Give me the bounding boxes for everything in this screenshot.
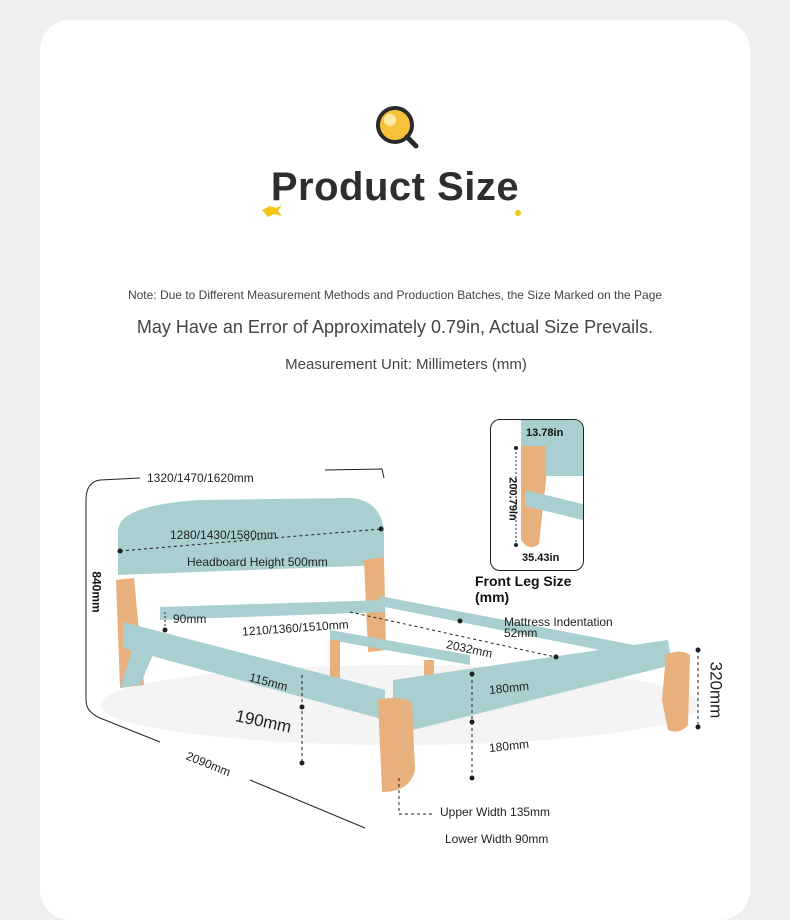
note-line-2: May Have an Error of Approximately 0.79i… [136, 317, 654, 337]
page-title: Product Size [270, 165, 520, 209]
mattress-indent-value: 52mm [504, 626, 538, 640]
lower-width-label: Lower Width 90mm [445, 832, 549, 846]
headboard-width-label: 1280/1430/1580mm [170, 528, 277, 542]
overall-width-label: 1320/1470/1620mm [147, 471, 254, 485]
footboard-height-label: 320mm [706, 661, 726, 719]
front-leg-bottom: 35.43in [522, 552, 560, 564]
rail-gap-label: 90mm [173, 612, 207, 626]
measurement-unit: Measurement Unit: Millimeters (mm) [285, 356, 527, 373]
front-leg-top: 13.78in [526, 427, 564, 439]
overall-height-label: 840mm [89, 571, 104, 613]
front-leg-unit: (mm) [475, 589, 510, 605]
note-line-1: Note: Due to Different Measurement Metho… [127, 288, 663, 302]
front-leg-inset [490, 419, 584, 571]
headboard-height-label: Headboard Height 500mm [187, 555, 328, 569]
upper-width-label: Upper Width 135mm [440, 805, 551, 819]
mattress-indent-label: Mattress Indentation [504, 615, 613, 629]
front-leg-title: Front Leg Size [475, 573, 572, 589]
front-leg-height: 200.79in [506, 477, 519, 521]
